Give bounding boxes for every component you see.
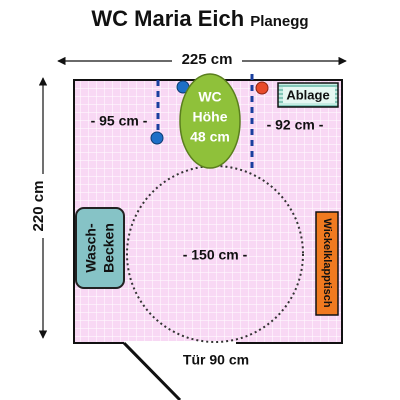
sink-label-line2: Becken (101, 223, 117, 273)
title-block: WC Maria Eich Planegg (0, 6, 400, 32)
changing-table-label: Wickelklapptisch (321, 218, 333, 307)
sink-label-line1: Wasch- (83, 223, 99, 273)
door-label: Tür 90 cm (183, 352, 249, 368)
floorplan-subtitle: Planegg (250, 13, 309, 30)
right-gap-label: - 92 cm - (267, 117, 324, 133)
wc-bowl (179, 73, 241, 169)
door-leaf (122, 341, 182, 400)
height-label: 220 cm (30, 181, 47, 232)
alarm-button (255, 81, 269, 95)
turning-circle (126, 165, 304, 343)
wc-label-line2: Höhe (193, 109, 228, 125)
changing-table (315, 211, 339, 316)
sink (75, 207, 125, 289)
turning-circle-label: - 150 cm - (183, 247, 248, 263)
floorplan-title: WC Maria Eich (91, 6, 245, 31)
wc-label-line3: 48 cm (190, 129, 230, 145)
left-gap-label: - 95 cm - (91, 113, 148, 129)
shelf-label: Ablage (286, 87, 329, 102)
call-button (150, 131, 164, 145)
wc-label-line1: WC (198, 89, 221, 105)
width-label: 225 cm (182, 51, 233, 68)
